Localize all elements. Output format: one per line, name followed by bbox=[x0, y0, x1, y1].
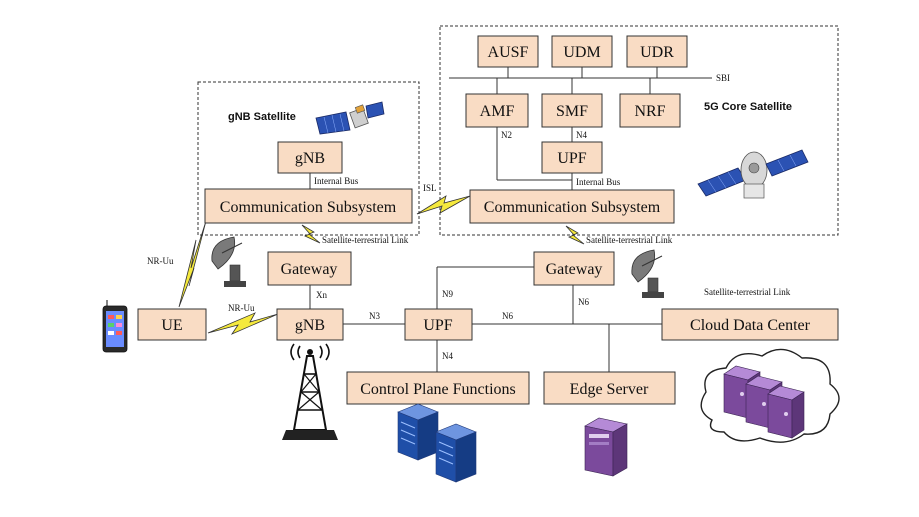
svg-text:gNB: gNB bbox=[295, 317, 325, 334]
svg-text:UPF: UPF bbox=[423, 317, 452, 334]
n4-core-label: N4 bbox=[576, 130, 587, 140]
svg-text:Communication Subsystem: Communication Subsystem bbox=[220, 199, 397, 216]
nr-uu-label: NR-Uu bbox=[228, 303, 255, 313]
svg-text:UDM: UDM bbox=[563, 44, 600, 61]
n2-label: N2 bbox=[501, 130, 512, 140]
nrf-node: NRF bbox=[619, 93, 681, 128]
ue-node: UE bbox=[137, 308, 207, 341]
gnb-satellite-node: gNB bbox=[277, 141, 343, 174]
svg-text:UE: UE bbox=[161, 317, 182, 334]
ausf-node: AUSF bbox=[477, 35, 539, 68]
svg-text:Gateway: Gateway bbox=[281, 261, 338, 278]
svg-text:gNB: gNB bbox=[295, 150, 325, 167]
gnb-satellite-title: gNB Satellite bbox=[228, 111, 296, 123]
sat-link-bolt-left bbox=[301, 224, 321, 244]
upf-satellite-node: UPF bbox=[541, 141, 603, 174]
server-rack-icon bbox=[435, 423, 477, 483]
svg-text:NRF: NRF bbox=[634, 103, 665, 120]
gnb-ground-node: gNB bbox=[276, 308, 344, 341]
n6-b-label: N6 bbox=[578, 297, 589, 307]
comm-subsystem-left-node: Communication Subsystem bbox=[204, 188, 413, 224]
isl-bolt bbox=[416, 195, 471, 215]
sat-link-bolt-right bbox=[565, 225, 585, 245]
gnb-satellite-group bbox=[197, 81, 420, 236]
smf-node: SMF bbox=[541, 93, 603, 128]
server-rack-icon bbox=[397, 403, 439, 461]
core-satellite-title: 5G Core Satellite bbox=[704, 101, 792, 113]
svg-text:UDR: UDR bbox=[640, 44, 674, 61]
satellite-dish-icon bbox=[631, 249, 664, 298]
satellite-dish-icon bbox=[211, 236, 246, 287]
control-plane-functions-node: Control Plane Functions bbox=[346, 371, 530, 405]
sbi-label: SBI bbox=[716, 73, 730, 83]
satellite-icon bbox=[697, 149, 809, 199]
st-link-left-label: Satellite-terrestrial Link bbox=[322, 235, 409, 245]
comm-subsystem-right-node: Communication Subsystem bbox=[469, 189, 675, 224]
nr-uu-up-bolt bbox=[178, 220, 207, 308]
svg-text:Edge Server: Edge Server bbox=[570, 381, 649, 398]
svg-text:UPF: UPF bbox=[557, 150, 586, 167]
svg-text:Communication Subsystem: Communication Subsystem bbox=[484, 199, 661, 216]
n6-a-label: N6 bbox=[502, 311, 513, 321]
st-link-far-label: Satellite-terrestrial Link bbox=[704, 287, 791, 297]
xn-label: Xn bbox=[316, 290, 327, 300]
svg-text:Gateway: Gateway bbox=[546, 261, 603, 278]
core-satellite-group bbox=[439, 25, 839, 236]
svg-text:AMF: AMF bbox=[480, 103, 515, 120]
udr-node: UDR bbox=[626, 35, 688, 68]
nr-uu-bolt bbox=[207, 312, 279, 335]
n4-ground-label: N4 bbox=[442, 351, 453, 361]
nr-uu-up-label: NR-Uu bbox=[147, 256, 174, 266]
svg-text:Cloud Data Center: Cloud Data Center bbox=[690, 317, 811, 334]
smartphone-icon bbox=[102, 300, 128, 353]
amf-node: AMF bbox=[465, 93, 529, 128]
server-icon bbox=[584, 417, 628, 477]
satellite-icon bbox=[315, 101, 385, 135]
internal-bus-left-label: Internal Bus bbox=[314, 176, 359, 186]
cell-tower-icon bbox=[282, 343, 338, 440]
st-link-right-label: Satellite-terrestrial Link bbox=[586, 235, 673, 245]
connection-lines bbox=[309, 67, 712, 372]
n3-label: N3 bbox=[369, 311, 380, 321]
server-icon bbox=[767, 385, 805, 439]
svg-text:SMF: SMF bbox=[556, 103, 588, 120]
udm-node: UDM bbox=[551, 35, 613, 68]
cloud-data-center-node: Cloud Data Center bbox=[661, 308, 839, 341]
svg-text:AUSF: AUSF bbox=[488, 44, 529, 61]
upf-ground-node: UPF bbox=[404, 308, 473, 341]
gateway-left-node: Gateway bbox=[267, 251, 352, 286]
n9-label: N9 bbox=[442, 289, 453, 299]
edge-server-node: Edge Server bbox=[543, 371, 676, 405]
gateway-right-node: Gateway bbox=[533, 251, 615, 286]
internal-bus-right-label: Internal Bus bbox=[576, 177, 621, 187]
svg-text:Control Plane Functions: Control Plane Functions bbox=[360, 381, 516, 398]
isl-label: ISL bbox=[423, 183, 437, 193]
